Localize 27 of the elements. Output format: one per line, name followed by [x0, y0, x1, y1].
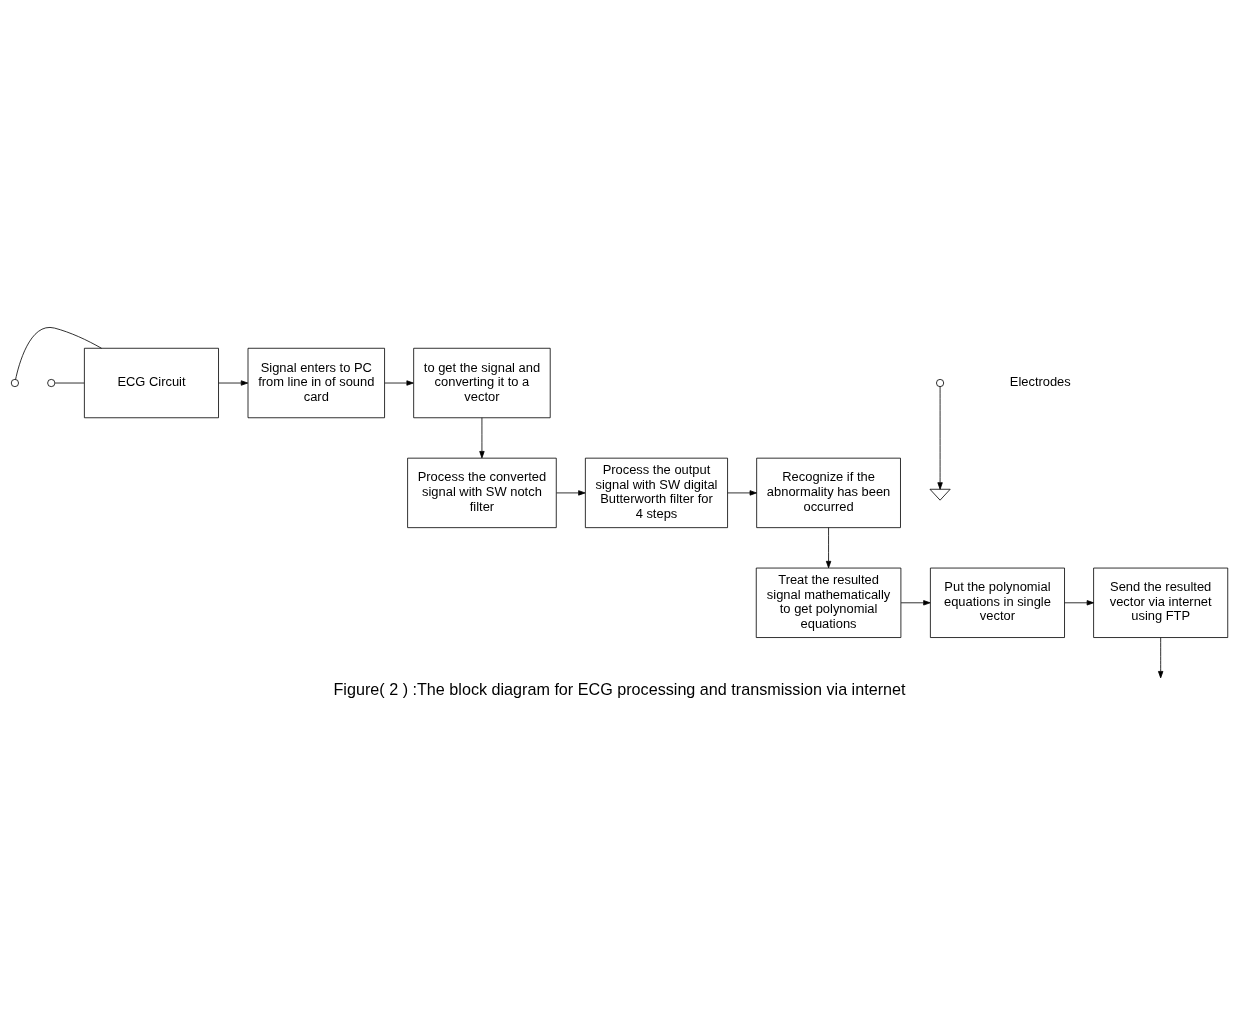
node-circle [47, 378, 56, 388]
label: Electrodes [1009, 374, 1071, 390]
node-box: Send the resulted vector via internet using FTP [1093, 567, 1229, 638]
connector [54, 382, 85, 384]
node-circle [10, 378, 19, 388]
node-circle [936, 378, 945, 388]
arrow [1158, 637, 1164, 679]
node-box: ECG Circuit [84, 347, 219, 419]
node-ground [929, 488, 951, 501]
arrow [218, 380, 249, 386]
connector [15, 327, 102, 380]
node-box: Process the output signal with SW digital Butterworth filter for 4 steps [584, 457, 728, 529]
arrow [937, 386, 943, 490]
arrow [556, 490, 586, 496]
node-box: Recognize if the abnormality has been occurred [756, 457, 901, 529]
arrow [900, 600, 931, 606]
arrow [479, 417, 485, 459]
node-box: Signal enters to PC from line in of sound card [247, 347, 385, 419]
caption: Figure( 2 ) :The block diagram for ECG processing and transmission via internet [333, 679, 906, 698]
arrow [384, 380, 414, 386]
arrow [727, 490, 757, 496]
node-box: to get the signal and converting it to a vector [413, 347, 551, 419]
arrow [825, 527, 832, 569]
node-box: Treat the resulted signal mathematically to get polynomial equations [755, 567, 902, 638]
node-box: Process the converted signal with SW notch filter [407, 457, 557, 529]
arrow [1064, 600, 1094, 606]
node-box: Put the polynomial equations in single vector [930, 567, 1065, 638]
